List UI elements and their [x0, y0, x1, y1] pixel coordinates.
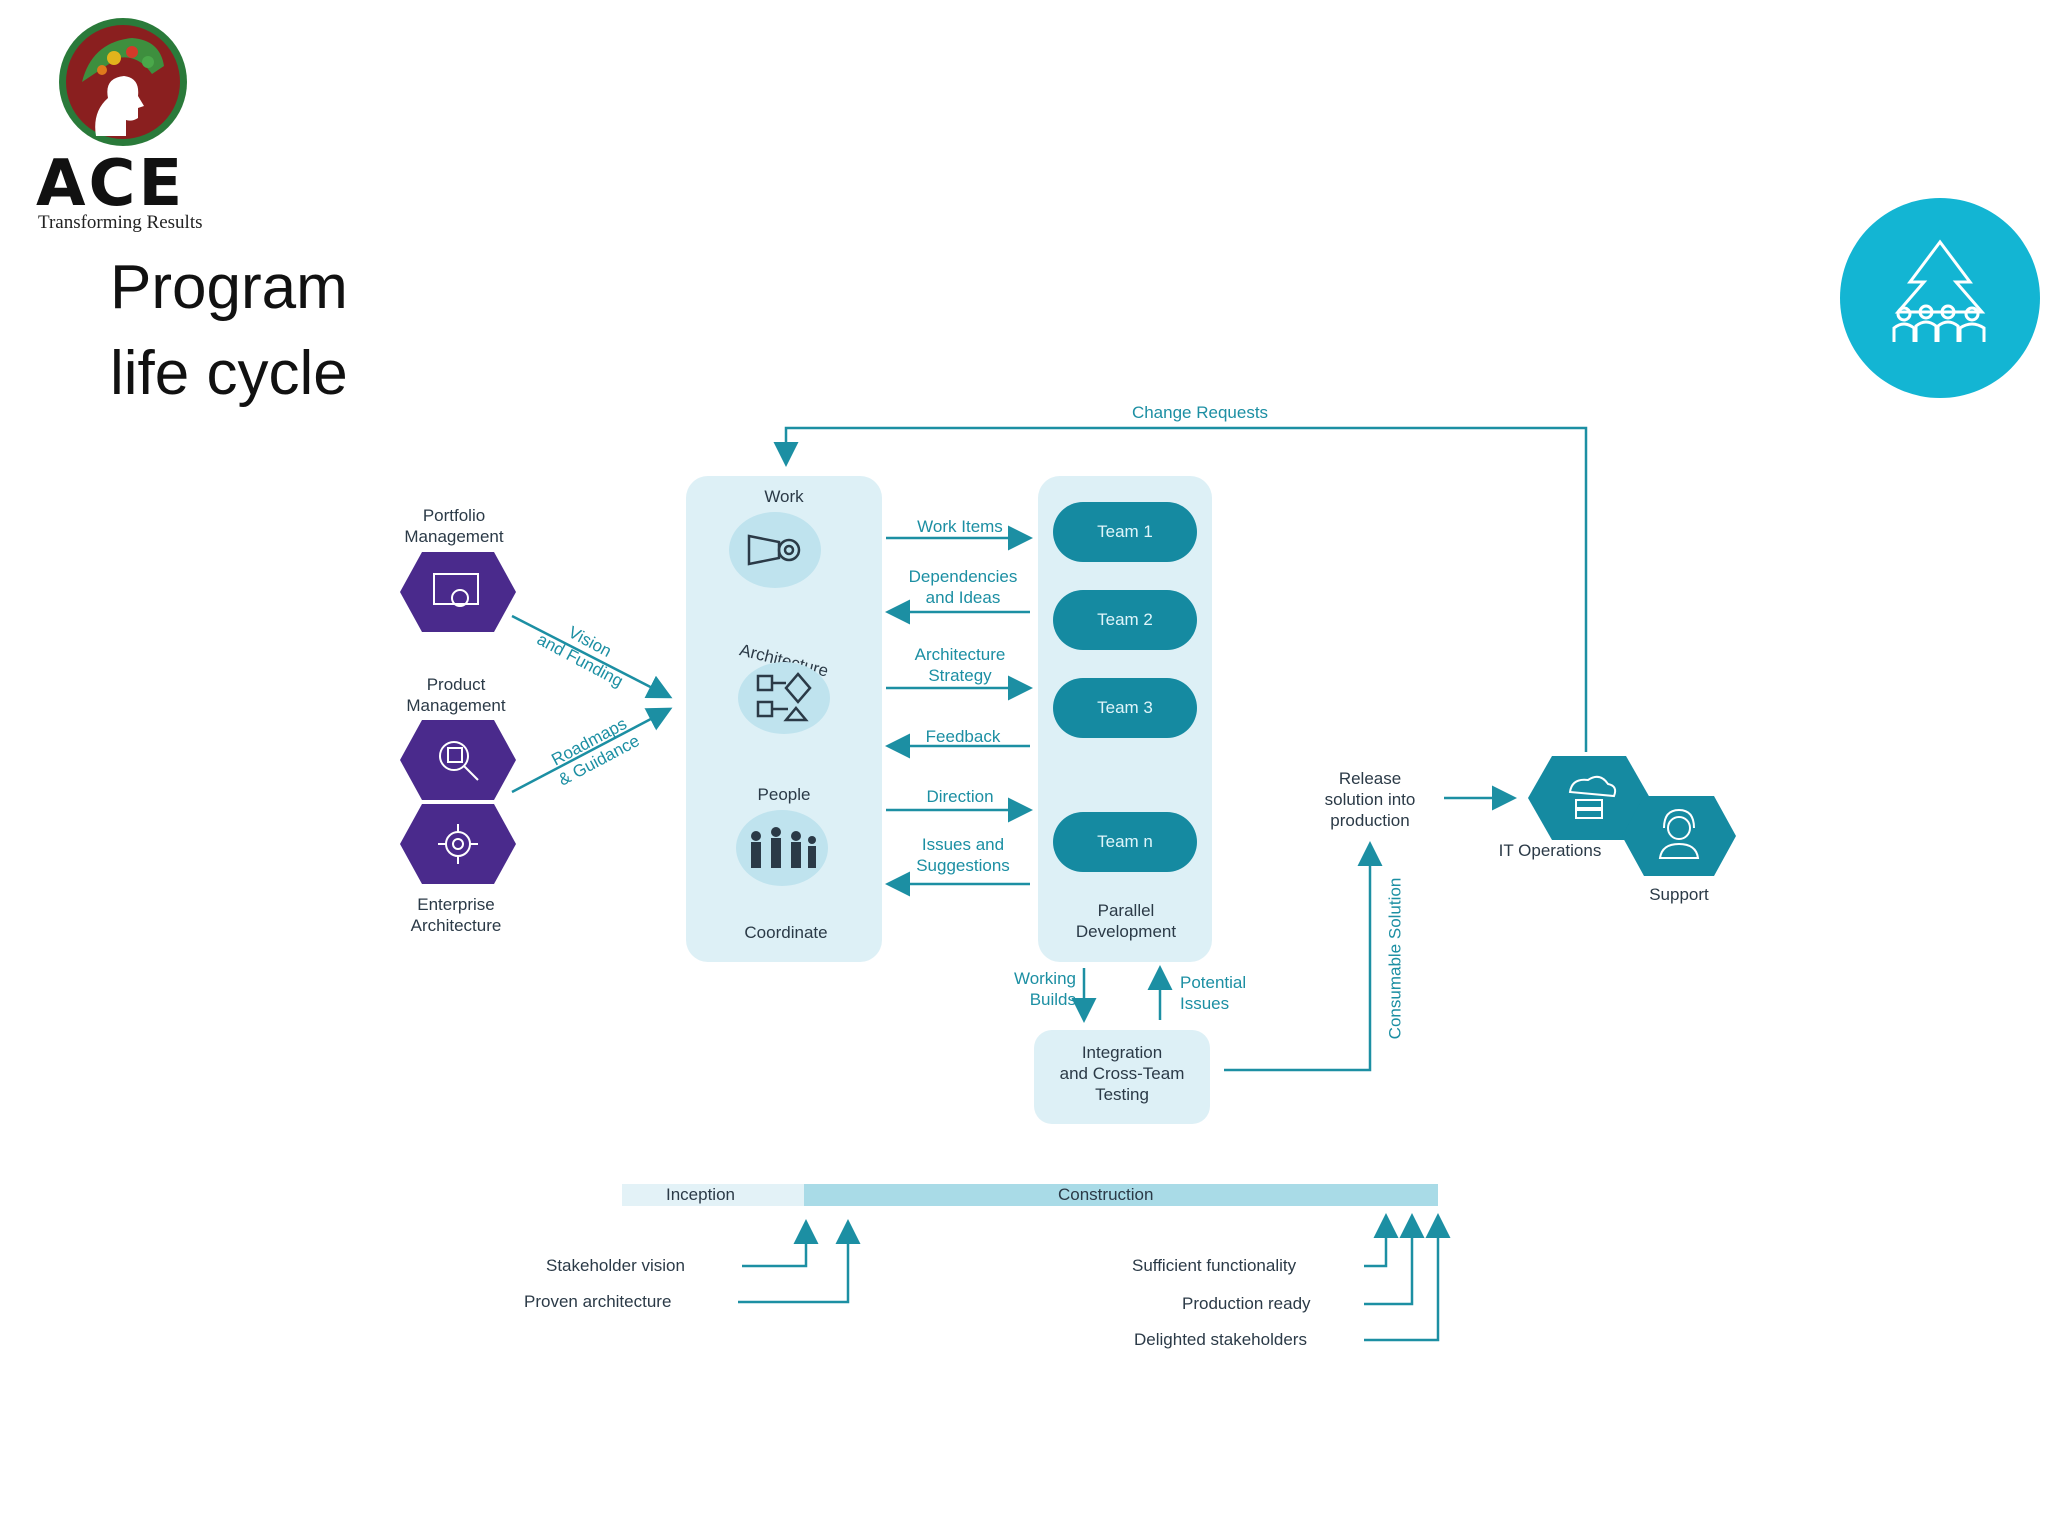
coordinate-label: Coordinate	[744, 923, 828, 942]
feedback-label: Feedback	[925, 727, 1001, 746]
potential-issues-label: Potential Issues	[1180, 973, 1247, 1013]
product-hex-icon	[400, 720, 516, 800]
milestone-production-ready: Production ready	[1182, 1294, 1311, 1313]
portfolio-hex-icon	[400, 552, 516, 632]
milestone-delighted-stakeholders: Delighted stakeholders	[1134, 1330, 1307, 1349]
enterprise-architecture-hex-icon	[400, 804, 516, 884]
inception-label: Inception	[666, 1185, 735, 1204]
team-2-pill: Team 2	[1053, 590, 1197, 650]
ace-wordmark: ACE	[36, 147, 186, 221]
vision-arrow	[511, 614, 673, 699]
it-operations-label: IT Operations	[1498, 841, 1602, 860]
integration-label: Integration and Cross-Team Testing	[1059, 1043, 1185, 1104]
team-3-pill: Team 3	[1053, 678, 1197, 738]
team-1-pill: Team 1	[1053, 502, 1197, 562]
team-n-pill: Team n	[1053, 812, 1197, 872]
work-funnel-icon	[729, 512, 821, 588]
product-management-label: Product Management	[406, 675, 506, 715]
construction-label: Construction	[1058, 1185, 1154, 1204]
dependencies-ideas-label: Dependencies and Ideas	[908, 567, 1018, 607]
portfolio-management-label: Portfolio Management	[404, 506, 504, 546]
title-line-1: Program	[110, 253, 348, 322]
people-label: People	[757, 785, 811, 804]
production-ready-connector	[1364, 1213, 1425, 1306]
ace-tagline: Transforming Results	[38, 212, 203, 233]
construction-phase-bar	[804, 1184, 1438, 1206]
page-title: Program life cycle	[110, 245, 370, 417]
integration-box	[1034, 1030, 1210, 1124]
parallel-development-label: Parallel Development	[1075, 901, 1177, 941]
it-operations-hex-icon	[1528, 756, 1650, 840]
work-label: Work	[764, 487, 804, 506]
architecture-blocks-icon	[738, 662, 830, 734]
support-label: Support	[1649, 885, 1709, 904]
enterprise-architecture-label: Enterprise Architecture	[410, 895, 502, 935]
change-requests-label: Change Requests	[1131, 403, 1269, 422]
roadmaps-arrow	[511, 707, 673, 794]
team-tree-badge-icon	[1840, 198, 2040, 398]
milestone-stakeholder-vision: Stakeholder vision	[546, 1256, 685, 1275]
issues-suggestions-label: Issues and Suggestions	[916, 835, 1010, 875]
delighted-stakeholders-connector	[1364, 1213, 1451, 1342]
milestone-sufficient-functionality: Sufficient functionality	[1132, 1256, 1297, 1275]
people-group-icon	[736, 810, 828, 886]
title-line-2: life cycle	[110, 339, 348, 408]
change-requests-line	[773, 426, 1588, 752]
support-hex-icon	[1622, 796, 1736, 876]
working-builds-label: Working Builds	[1013, 969, 1076, 1009]
ace-emblem-icon	[59, 18, 187, 146]
inception-phase-bar	[622, 1184, 804, 1206]
consumable-solution-label: Consumable Solution	[1385, 877, 1405, 1040]
work-items-label: Work Items	[917, 517, 1003, 536]
architecture-strategy-label: Architecture Strategy	[914, 645, 1006, 685]
sufficient-functionality-connector	[1364, 1213, 1399, 1268]
milestone-proven-architecture: Proven architecture	[524, 1292, 672, 1311]
direction-label: Direction	[926, 787, 994, 806]
stakeholder-vision-connector	[742, 1219, 819, 1268]
proven-architecture-connector	[738, 1219, 861, 1304]
consumable-solution-line	[1224, 841, 1383, 1072]
release-label: Release solution into production	[1324, 769, 1416, 830]
